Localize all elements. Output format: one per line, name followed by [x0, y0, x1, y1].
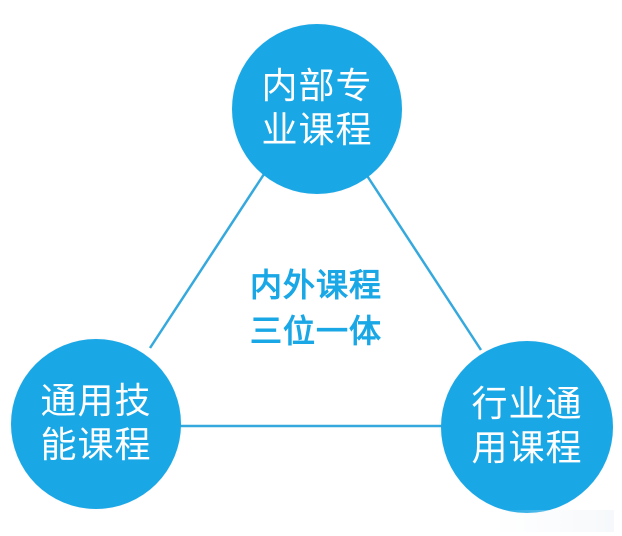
node-internal-courses: 内部专 业课程: [232, 24, 402, 194]
node-general-skills-courses-line2: 能课程: [40, 425, 152, 466]
watermark-fade: [494, 510, 614, 532]
node-industry-courses-line1: 行业通: [471, 384, 583, 425]
node-internal-courses-line2: 业课程: [261, 110, 373, 151]
node-industry-courses-line2: 用课程: [471, 428, 583, 469]
center-caption: 内外课程 三位一体: [231, 262, 401, 354]
connector-top-left: [148, 167, 270, 349]
node-general-skills-courses: 通用技 能课程: [11, 339, 181, 509]
node-industry-courses: 行业通 用课程: [441, 341, 613, 513]
connector-top-right: [360, 167, 483, 351]
center-caption-line2: 三位一体: [249, 312, 382, 350]
center-caption-line1: 内外课程: [249, 266, 382, 304]
node-general-skills-courses-line1: 通用技: [40, 381, 152, 422]
node-internal-courses-line1: 内部专: [261, 66, 373, 107]
